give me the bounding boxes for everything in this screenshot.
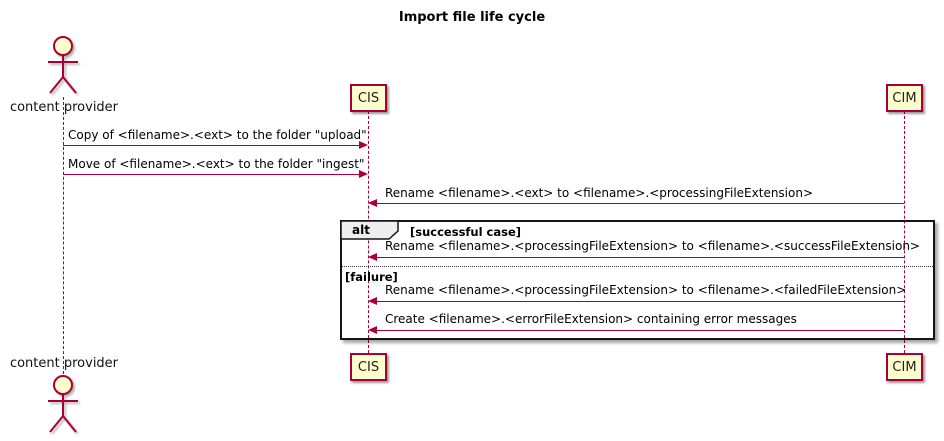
message-label: Create <filename>.<errorFileExtension> c… [385,312,797,326]
arrow-shaft [376,300,904,302]
actor-label-top: content provider [9,100,119,115]
actor-label-bottom: content provider [9,356,119,371]
message-arrow [63,141,368,150]
actor-icon [48,375,78,433]
guard-failure: [failure] [345,270,398,284]
arrowhead-right-icon [359,141,368,149]
message-label: Rename <filename>.<processingFileExtensi… [385,239,920,253]
alt-divider [342,266,933,267]
page-title: Import file life cycle [398,10,546,25]
participant-cis-top: CIS [350,84,387,112]
message-arrow [368,199,904,208]
message-label: Rename <filename>.<processingFileExtensi… [385,283,907,297]
participant-cis-bottom: CIS [350,353,387,381]
arrow-shaft [376,329,904,331]
message-arrow [368,297,904,306]
alt-fragment-frame: alt [successful case] [failure] [340,220,935,340]
message-arrow [368,326,904,335]
arrowhead-left-icon [368,199,377,207]
arrowhead-left-icon [368,253,377,261]
participant-cim-top: CIM [886,84,923,112]
arrowhead-right-icon [359,170,368,178]
guard-successful-case: [successful case] [410,225,522,239]
arrowhead-left-icon [368,326,377,334]
arrow-shaft [376,256,904,258]
arrowhead-left-icon [368,297,377,305]
arrow-shaft [63,173,360,175]
alt-operator-label: alt [352,223,370,237]
message-label: Copy of <filename>.<ext> to the folder "… [68,128,367,142]
message-arrow [368,253,904,262]
lifeline-cim [904,111,905,353]
message-label: Rename <filename>.<ext> to <filename>.<p… [385,186,814,200]
message-label: Move of <filename>.<ext> to the folder "… [68,157,365,171]
alt-tab-icon [341,221,399,240]
lifeline-content-provider [63,97,64,374]
arrow-shaft [376,202,904,204]
message-arrow [63,170,368,179]
arrow-shaft [63,144,360,146]
participant-cim-bottom: CIM [886,353,923,381]
actor-icon [48,36,78,94]
